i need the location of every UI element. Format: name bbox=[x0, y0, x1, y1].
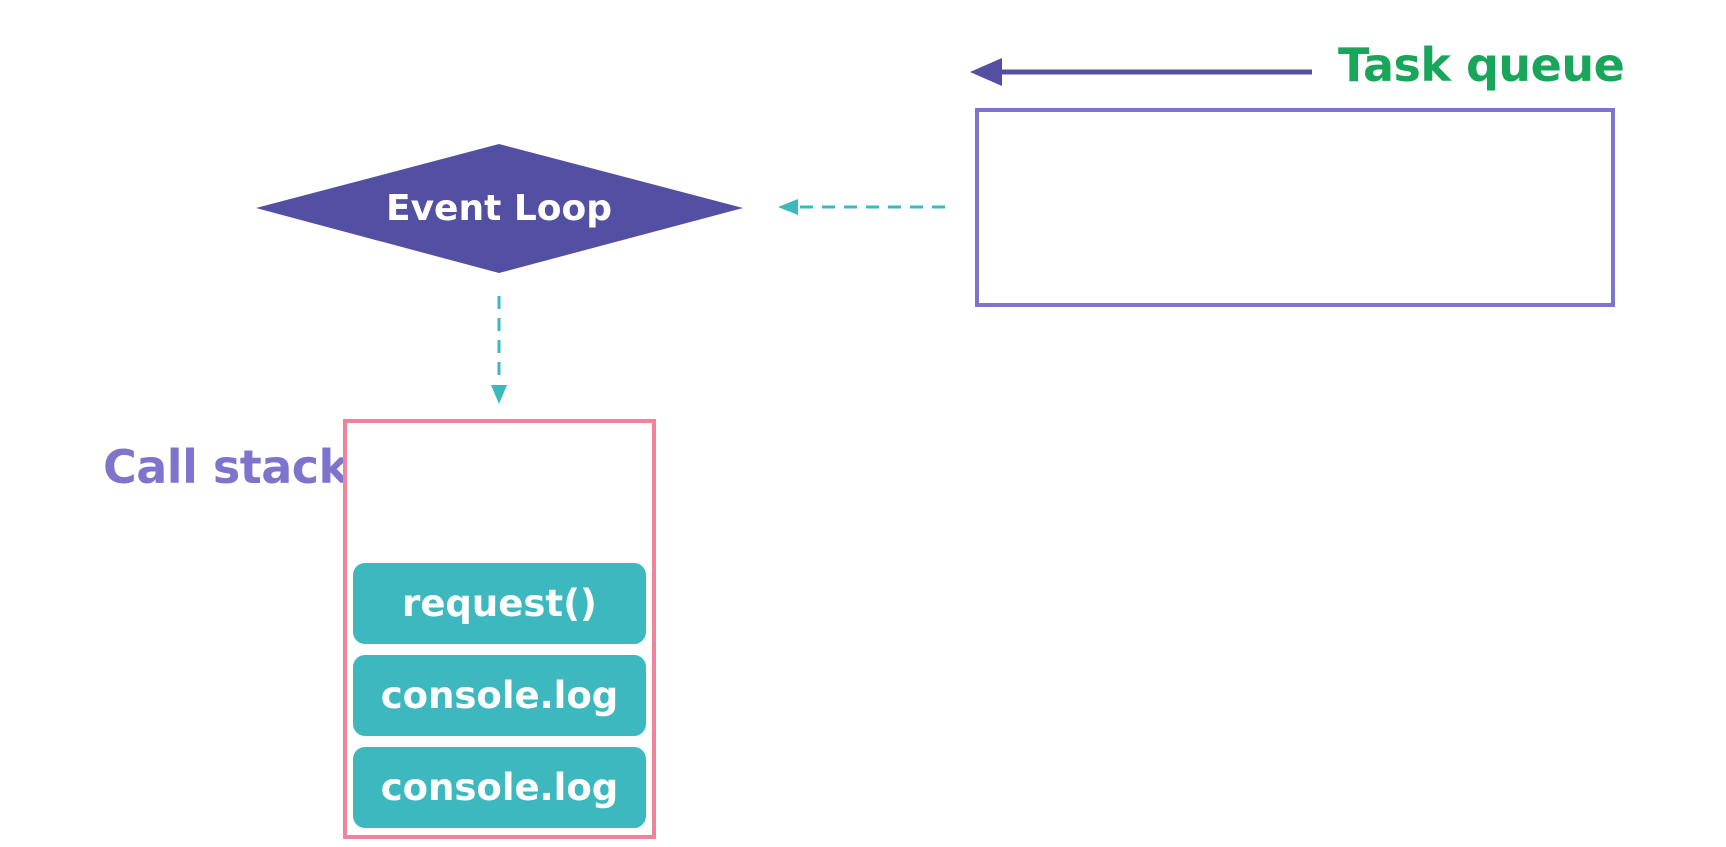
call-stack-frame: console.log bbox=[353, 655, 646, 736]
dashed-arrow-to-event-loop bbox=[778, 199, 945, 215]
call-stack-frame: request() bbox=[353, 563, 646, 644]
event-loop-label: Event Loop bbox=[386, 188, 612, 229]
event-loop-diamond: Event Loop bbox=[256, 144, 743, 273]
task-queue-arrow bbox=[970, 58, 1312, 86]
task-queue-box bbox=[975, 108, 1615, 307]
call-stack-frame: console.log bbox=[353, 747, 646, 828]
call-stack-title: Call stack bbox=[103, 440, 349, 494]
dashed-arrow-to-call-stack bbox=[491, 296, 507, 404]
task-queue-title: Task queue bbox=[1338, 38, 1625, 92]
